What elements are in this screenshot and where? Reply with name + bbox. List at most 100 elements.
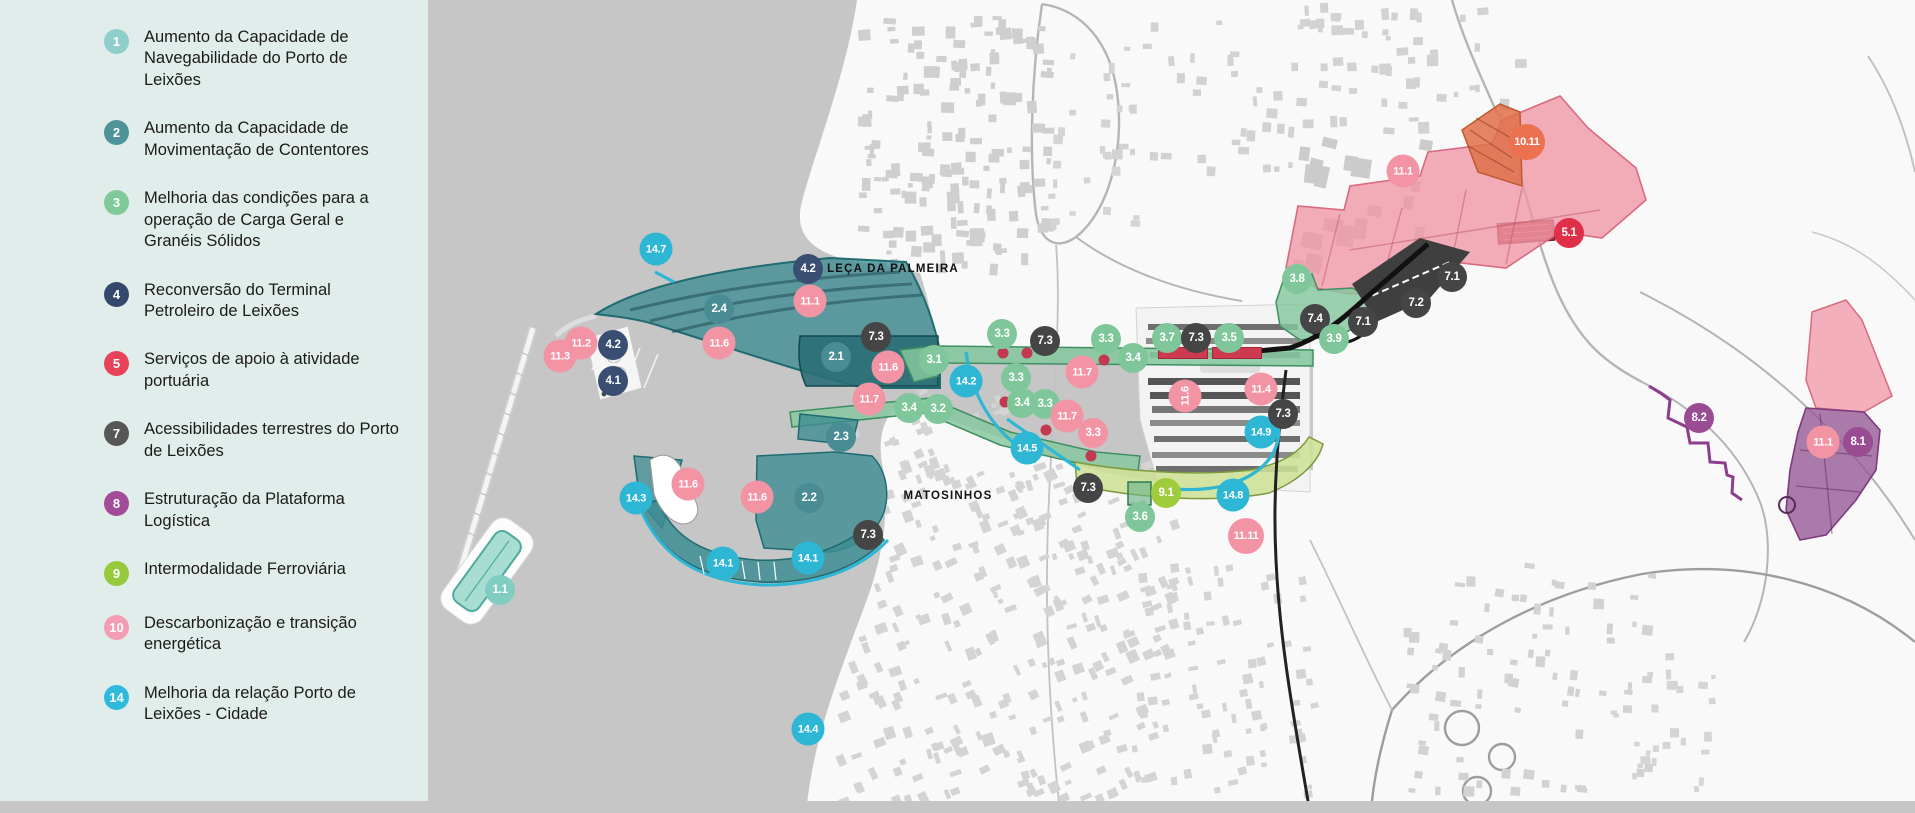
- map-badge-14.4: 14.4: [791, 712, 825, 746]
- building-footprint: [1407, 647, 1415, 656]
- building-footprint: [1630, 594, 1639, 601]
- building-footprint: [953, 62, 960, 73]
- building-footprint: [1100, 119, 1111, 128]
- building-footprint: [1642, 676, 1652, 684]
- building-footprint: [1142, 460, 1154, 471]
- building-footprint: [973, 203, 980, 214]
- building-footprint: [940, 102, 955, 114]
- building-footprint: [1413, 37, 1423, 46]
- building-footprint: [1038, 553, 1050, 562]
- building-footprint: [1079, 792, 1093, 802]
- map-badge-7.3: 7.3: [861, 322, 891, 352]
- red-dot-marker: [999, 396, 1011, 408]
- building-footprint: [1231, 139, 1241, 146]
- legend-item-text: Descarbonização e transição energética: [144, 614, 357, 654]
- building-footprint: [1371, 65, 1379, 74]
- logistics-zone-pink: [1285, 95, 1647, 295]
- building-footprint: [1454, 582, 1466, 588]
- building-footprint: [1347, 62, 1357, 72]
- building-footprint: [1298, 146, 1311, 162]
- building-footprint: [1266, 108, 1278, 119]
- building-footprint: [1295, 668, 1307, 680]
- building-footprint: [943, 463, 951, 474]
- building-footprint: [1514, 707, 1522, 714]
- building-footprint: [1042, 127, 1055, 134]
- building-footprint: [988, 114, 997, 123]
- building-footprint: [1123, 563, 1133, 573]
- building-footprint: [1669, 728, 1680, 738]
- building-footprint: [1109, 565, 1117, 576]
- building-footprint: [1081, 691, 1088, 701]
- map-badge-3.4: 3.4: [1118, 343, 1148, 373]
- building-footprint: [891, 698, 902, 711]
- building-footprint: [1331, 84, 1342, 92]
- legend-number-badge: 7: [104, 421, 129, 447]
- place-label: LEÇA DA PALMEIRA: [827, 263, 959, 275]
- building-footprint: [1192, 89, 1202, 96]
- building-footprint: [1013, 35, 1023, 45]
- building-footprint: [835, 753, 848, 768]
- building-footprint: [1239, 688, 1249, 698]
- building-footprint: [896, 640, 907, 652]
- building-footprint: [1221, 615, 1230, 627]
- building-footprint: [980, 732, 996, 748]
- building-footprint: [917, 613, 931, 626]
- building-footprint: [1056, 715, 1065, 724]
- building-footprint: [925, 467, 934, 480]
- building-footprint: [1123, 46, 1131, 52]
- building-footprint: [991, 148, 1004, 157]
- building-footprint: [1383, 127, 1395, 135]
- building-footprint: [950, 162, 962, 172]
- building-footprint: [1330, 115, 1338, 128]
- building-footprint: [1458, 666, 1465, 678]
- building-footprint: [1665, 669, 1672, 680]
- building-footprint: [868, 690, 880, 699]
- building-footprint: [1519, 594, 1528, 603]
- building-footprint: [1183, 612, 1190, 620]
- building-footprint: [873, 661, 884, 674]
- building-footprint: [1012, 664, 1022, 677]
- building-footprint: [978, 764, 991, 775]
- building-footprint: [915, 474, 923, 485]
- building-footprint: [1302, 119, 1314, 129]
- building-footprint: [1008, 714, 1017, 721]
- building-footprint: [1009, 524, 1022, 537]
- building-footprint: [1396, 47, 1409, 56]
- building-footprint: [1232, 619, 1243, 627]
- building-footprint: [989, 710, 998, 719]
- building-footprint: [1252, 96, 1258, 107]
- building-footprint: [1125, 648, 1141, 665]
- building-footprint: [981, 512, 991, 521]
- building-footprint: [902, 725, 914, 739]
- building-footprint: [1087, 667, 1099, 681]
- building-footprint: [867, 766, 879, 781]
- building-footprint: [858, 634, 868, 643]
- building-footprint: [991, 402, 998, 409]
- building-footprint: [983, 165, 990, 171]
- building-footprint: [999, 177, 1007, 184]
- building-footprint: [1085, 622, 1097, 633]
- building-footprint: [1185, 567, 1192, 575]
- building-footprint: [1024, 185, 1033, 194]
- building-footprint: [907, 43, 915, 53]
- building-footprint: [945, 26, 956, 39]
- building-footprint: [1645, 750, 1651, 756]
- map-badge-11.1: 11.1: [1806, 425, 1840, 459]
- building-footprint: [1216, 20, 1223, 26]
- building-footprint: [1130, 220, 1141, 227]
- building-footprint: [1613, 713, 1619, 718]
- building-footprint: [1149, 151, 1159, 161]
- building-footprint: [1386, 65, 1393, 77]
- building-footprint: [1302, 646, 1312, 652]
- building-footprint: [1068, 552, 1075, 561]
- building-footprint: [1276, 123, 1285, 134]
- building-footprint: [917, 460, 928, 469]
- building-footprint: [1381, 98, 1388, 107]
- building-footprint: [946, 191, 960, 204]
- building-footprint: [951, 252, 965, 264]
- building-footprint: [1474, 635, 1484, 644]
- red-dot-marker: [1085, 450, 1097, 462]
- building-footprint: [953, 619, 961, 629]
- building-footprint: [1640, 755, 1651, 765]
- building-footprint: [1116, 105, 1123, 113]
